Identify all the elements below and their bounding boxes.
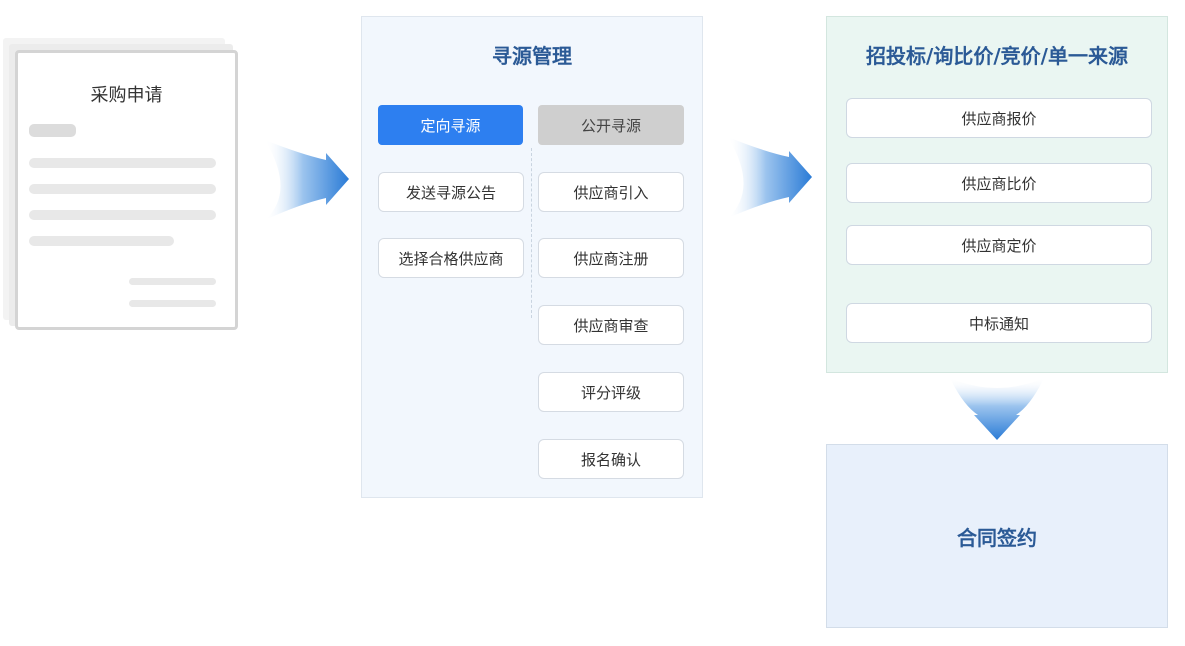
document-placeholder-line xyxy=(29,124,76,137)
document-placeholder-line xyxy=(29,184,216,194)
step-supplier-review[interactable]: 供应商审查 xyxy=(538,305,684,345)
step-select-qualified-supplier[interactable]: 选择合格供应商 xyxy=(378,238,524,278)
step-scoring-rating[interactable]: 评分评级 xyxy=(538,372,684,412)
step-supplier-quote[interactable]: 供应商报价 xyxy=(846,98,1152,138)
step-send-sourcing-notice[interactable]: 发送寻源公告 xyxy=(378,172,524,212)
step-award-notice[interactable]: 中标通知 xyxy=(846,303,1152,343)
document-placeholder-line xyxy=(129,278,216,285)
column-divider xyxy=(531,148,532,318)
flow-arrow-right-icon xyxy=(728,137,812,218)
sourcing-management-title: 寻源管理 xyxy=(492,44,572,68)
step-supplier-introduction[interactable]: 供应商引入 xyxy=(538,172,684,212)
document-placeholder-line xyxy=(129,300,216,307)
tab-directed-sourcing[interactable]: 定向寻源 xyxy=(378,105,523,145)
step-supplier-comparison[interactable]: 供应商比价 xyxy=(846,163,1152,203)
step-supplier-registration[interactable]: 供应商注册 xyxy=(538,238,684,278)
step-registration-confirm[interactable]: 报名确认 xyxy=(538,439,684,479)
purchase-request-document: 采购申请 xyxy=(15,50,238,330)
flow-arrow-down-icon xyxy=(950,378,1044,440)
bidding-title: 招投标/询比价/竞价/单一来源 xyxy=(866,44,1128,68)
document-placeholder-line xyxy=(29,236,174,246)
document-placeholder-line xyxy=(29,158,216,168)
flow-arrow-right-icon xyxy=(265,140,349,220)
tab-public-sourcing[interactable]: 公开寻源 xyxy=(538,105,684,145)
contract-title: 合同签约 xyxy=(957,526,1037,550)
purchase-request-title: 采购申请 xyxy=(90,85,163,106)
document-placeholder-line xyxy=(29,210,216,220)
step-supplier-pricing[interactable]: 供应商定价 xyxy=(846,225,1152,265)
contract-panel xyxy=(826,444,1168,628)
